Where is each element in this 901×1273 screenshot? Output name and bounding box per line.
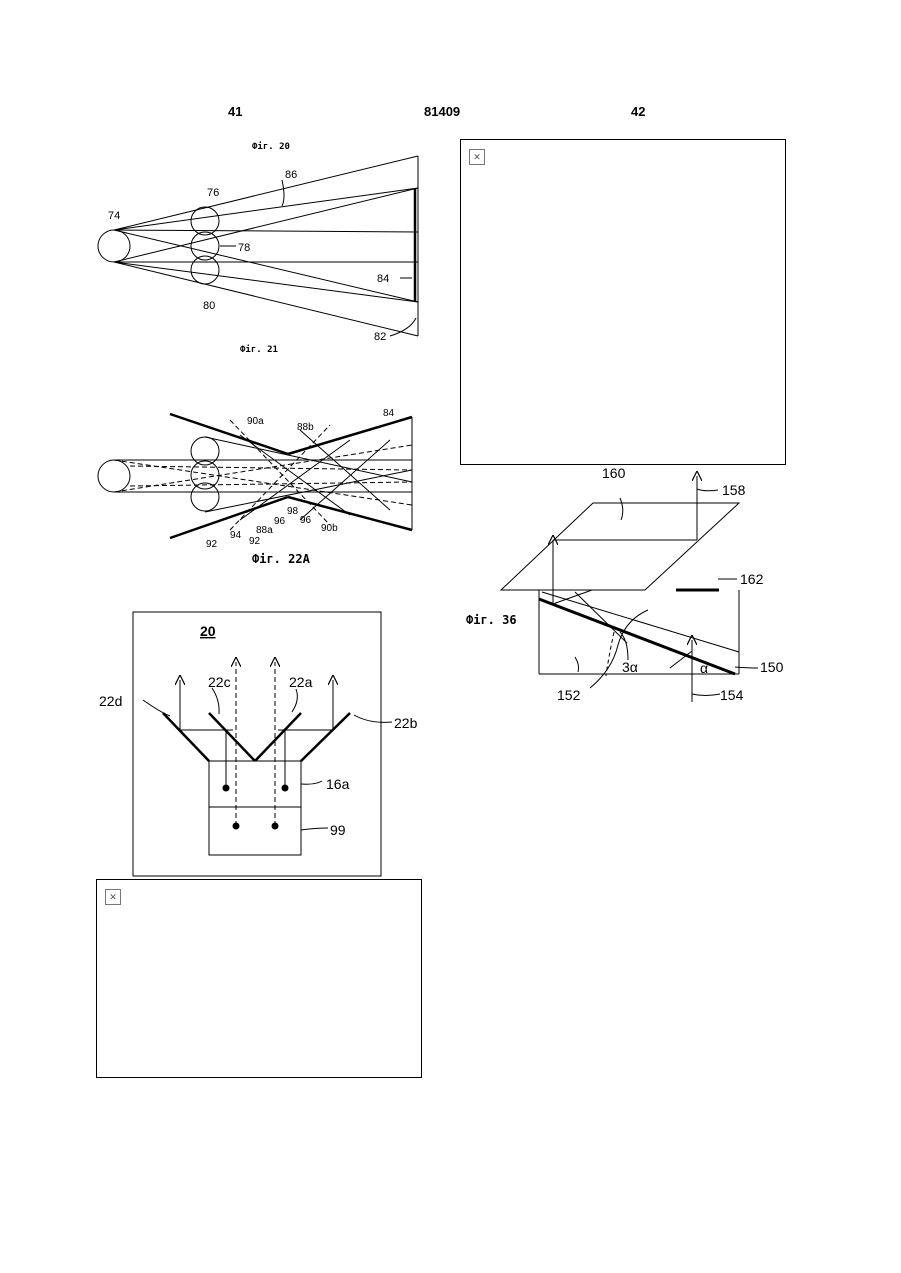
fig36-label: 152	[557, 687, 581, 703]
fig36-label: 162	[740, 571, 764, 587]
fig36-label: 150	[760, 659, 784, 675]
fig36-label: 3α	[622, 659, 638, 675]
fig36-label: 158	[722, 482, 746, 498]
fig36-label: 160	[602, 465, 626, 481]
fig36-label: 154	[720, 687, 744, 703]
fig36-label: α	[700, 660, 708, 676]
